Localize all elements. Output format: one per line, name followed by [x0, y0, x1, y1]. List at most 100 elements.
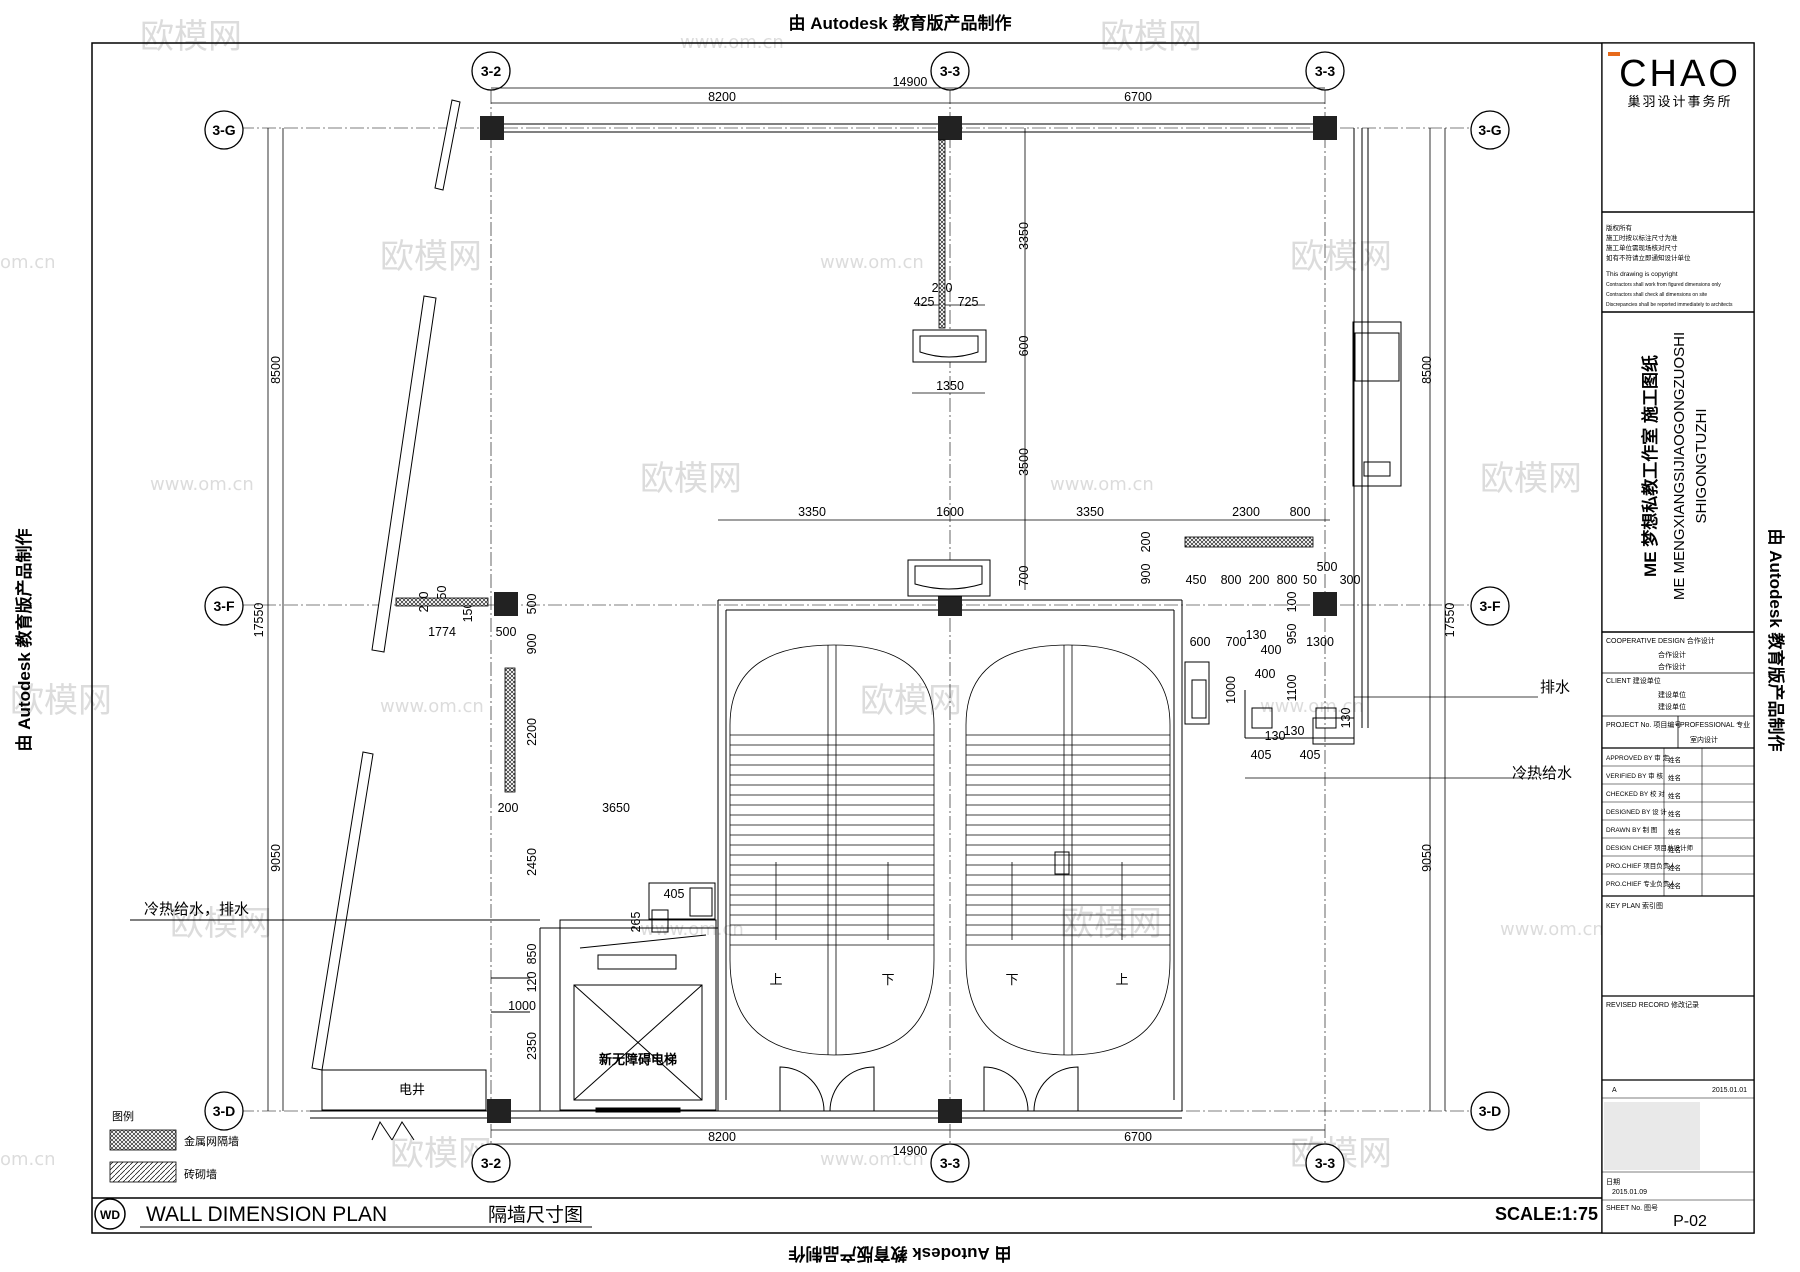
- dimension-text: 14900: [893, 75, 928, 89]
- drawing-title-en: WALL DIMENSION PLAN: [146, 1203, 387, 1226]
- grid-bubble-top-2: 3-3: [930, 51, 970, 91]
- grid-label: 3-2: [481, 1155, 501, 1171]
- elevator: [559, 919, 717, 1113]
- info-label: CLIENT 建设单位: [1606, 676, 1661, 685]
- edu-stamp-bottom: 由 Autodesk 教育版产品制作: [789, 1244, 1012, 1264]
- electrical-shaft: [321, 1069, 487, 1111]
- mesh-partitions: [395, 139, 1314, 793]
- dimension-text: 800: [1221, 573, 1242, 587]
- column: [480, 116, 504, 140]
- grid-bubble-left-1: 3-G: [204, 110, 244, 150]
- title-block: CHAO 巢羽设计事务所 版权所有 施工时按以标注尺寸为准 施工单位需现场核对尺…: [1601, 42, 1755, 1234]
- note-line: Contractors shall check all dimensions o…: [1606, 292, 1707, 298]
- dimension-text: 130: [1246, 628, 1267, 642]
- dimension-text: 700: [1017, 566, 1031, 587]
- watermark: www.om.cn: [150, 474, 254, 495]
- column: [1313, 116, 1337, 140]
- signature-label: CHECKED BY 校 对: [1606, 789, 1665, 798]
- dimension-text: 8200: [708, 1130, 736, 1144]
- dimension-text: 200: [1139, 532, 1153, 553]
- signature-value: 姓名: [1668, 827, 1681, 836]
- dimension-text: 120: [525, 972, 539, 993]
- dimension-text: 400: [1255, 667, 1276, 681]
- sheet-number: P-02: [1673, 1213, 1707, 1230]
- dimension-text: 950: [1285, 624, 1299, 645]
- watermark: 欧模网: [640, 459, 742, 499]
- column: [938, 116, 962, 140]
- grid-bubble-top-3: 3-3: [1305, 51, 1345, 91]
- dimension-text: 600: [1017, 336, 1031, 357]
- signature-value: 姓名: [1668, 809, 1681, 818]
- signature-value: 姓名: [1668, 845, 1681, 854]
- stair-label-up: 上: [769, 972, 782, 987]
- smudged-area: [1604, 1102, 1700, 1170]
- misc-partitions: [130, 321, 1402, 1111]
- dimension-text: 1350: [936, 379, 964, 393]
- dimension-text: 3350: [798, 505, 826, 519]
- dimension-texts: 14900 8200 6700 8200 6700 14900 17550 85…: [252, 75, 1457, 1158]
- grid-label: 3-G: [212, 122, 235, 138]
- edu-stamp-right: 由 Autodesk 教育版产品制作: [1766, 529, 1786, 752]
- info-value: 建设单位: [1658, 702, 1686, 711]
- dimension-text: 405: [1300, 748, 1321, 762]
- dimension-text: 150: [461, 602, 475, 623]
- dimension-text: 6700: [1124, 90, 1152, 104]
- grid-bubble-bottom-3: 3-3: [1305, 1143, 1345, 1183]
- dimension-text: 400: [1261, 643, 1282, 657]
- dimension-text: 2300: [1232, 505, 1260, 519]
- stair-label-down: 下: [1005, 972, 1018, 987]
- info-value: 合作设计: [1658, 662, 1686, 671]
- grid-bubble-bottom-2: 3-3: [930, 1143, 970, 1183]
- note-line: 施工时按以标注尺寸为准: [1606, 233, 1678, 242]
- revision-date: 2015.01.01: [1712, 1087, 1747, 1094]
- annotations: 排水 冷热给水 冷热给水，排水: [144, 679, 1572, 918]
- dimension-text: 265: [629, 912, 643, 933]
- stair-treads: [730, 734, 934, 946]
- watermark-layer: 欧模网 www.om.cn 欧模网 om.cn 欧模网 www.om.cn 欧模…: [0, 17, 1604, 1174]
- legend-swatch-brick: [109, 1161, 177, 1183]
- signature-label: DESIGNED BY 设 计: [1606, 807, 1667, 816]
- column: [494, 592, 518, 616]
- firm-logo: CHAO: [1619, 53, 1741, 95]
- watermark: www.om.cn: [820, 252, 924, 273]
- sheet-border: [91, 42, 1755, 1234]
- signature-label: PRO.CHIEF 专业负责人: [1606, 879, 1676, 888]
- dimension-text: 500: [1317, 560, 1338, 574]
- grid-bubble-right-3: 3-D: [1470, 1091, 1510, 1131]
- signature-value: 姓名: [1668, 791, 1681, 800]
- grid-label: 3-D: [1479, 1103, 1502, 1119]
- grid-label: 3-3: [940, 63, 960, 79]
- dimension-text: 1300: [1306, 635, 1334, 649]
- copyright-notes: 版权所有 施工时按以标注尺寸为准 施工单位需现场核对尺寸 如有不符请立即通知设计…: [1606, 223, 1733, 308]
- info-label: PROFESSIONAL 专业: [1680, 720, 1750, 729]
- hot-cold-label: 冷热给水: [1512, 765, 1572, 782]
- watermark: 欧模网: [1290, 237, 1392, 277]
- info-value: 合作设计: [1658, 650, 1686, 659]
- dimension-text: 800: [1290, 505, 1311, 519]
- watermark: 欧模网: [140, 17, 242, 57]
- note-line: Contractors shall work from figured dime…: [1606, 282, 1721, 288]
- dimension-text: 850: [525, 944, 539, 965]
- grid-bubbles: 3-2 3-3 3-3 3-2 3-3 3-3 3-G 3-F 3-D 3-G …: [204, 51, 1510, 1183]
- watermark: om.cn: [0, 1149, 56, 1170]
- info-label: PROJECT No. 项目编号: [1606, 720, 1681, 729]
- grid-label: 3-F: [214, 598, 235, 614]
- legend-item: 砖砌墙: [184, 1167, 217, 1181]
- dimension-text: 9050: [1420, 844, 1434, 872]
- elevator-label: 新无障碍电梯: [599, 1052, 677, 1067]
- dimension-text: 14900: [893, 1144, 928, 1158]
- signature-table: APPROVED BY 审 定 姓名 VERIFIED BY 审 核 姓名 CH…: [1602, 748, 1754, 897]
- drawing-scale: SCALE:1:75: [1495, 1204, 1598, 1224]
- note-line: 如有不符请立即通知设计单位: [1606, 253, 1691, 262]
- dimension-text: 1774: [428, 625, 456, 639]
- dimension-text: 405: [664, 887, 685, 901]
- signature-value: 姓名: [1668, 755, 1681, 764]
- date-value: 2015.01.09: [1612, 1189, 1647, 1196]
- watermark: 欧模网: [10, 681, 112, 721]
- info-rows: COOPERATIVE DESIGN 合作设计 合作设计 合作设计 CLIENT…: [1602, 636, 1754, 749]
- note-line: 施工单位需现场核对尺寸: [1606, 243, 1678, 252]
- project-title-cn: ME 梦想私教工作室 施工图纸: [1640, 355, 1660, 577]
- grid-bubble-bottom-1: 3-2: [471, 1143, 511, 1183]
- dimension-text: 8500: [269, 356, 283, 384]
